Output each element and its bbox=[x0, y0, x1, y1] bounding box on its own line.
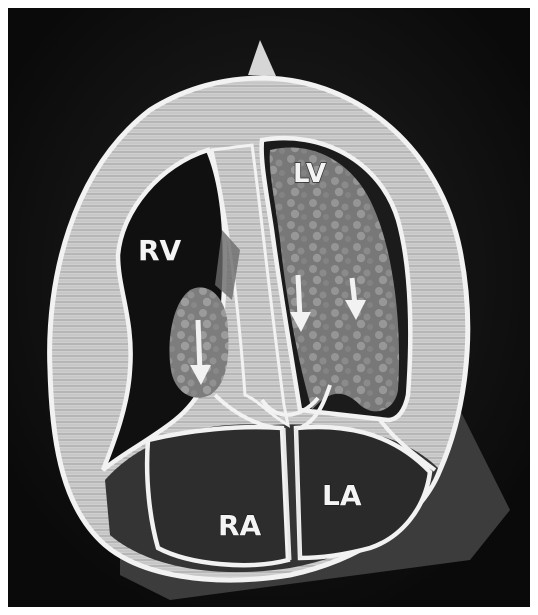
label-right-ventricle: RV bbox=[138, 234, 182, 267]
label-left-atrium: LA bbox=[322, 479, 362, 512]
label-right-atrium: RA bbox=[218, 509, 262, 542]
right-atrium bbox=[147, 427, 288, 565]
label-left-ventricle: LV bbox=[293, 159, 326, 189]
